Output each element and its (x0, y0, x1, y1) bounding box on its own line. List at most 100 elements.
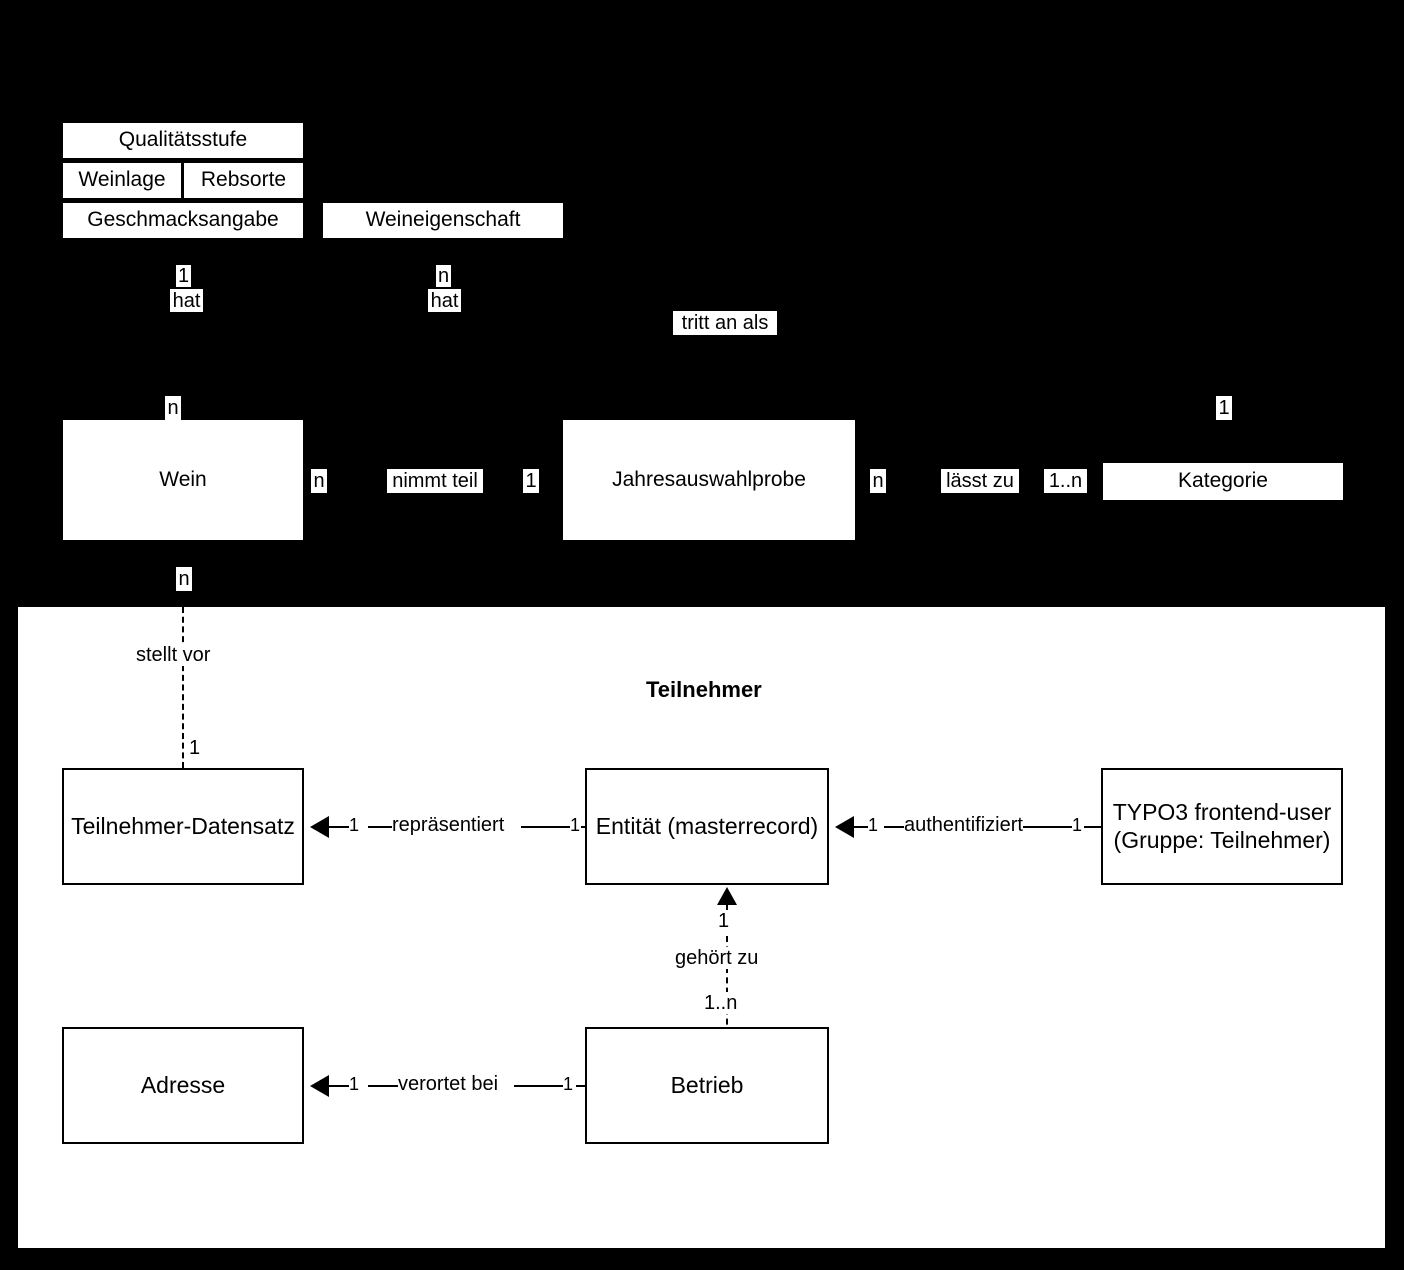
card-nimmt-teil-right-text: 1 (525, 470, 537, 492)
card-laesst-zu-right-text: 1..n (1048, 470, 1083, 492)
label-stellt-vor-text: stellt vor (136, 644, 211, 666)
box-rebsorte-label: Rebsorte (200, 168, 287, 192)
box-entitaet-masterrecord-label: Entität (masterrecord) (595, 812, 819, 839)
connector-repraesentiert-mid-right (521, 826, 571, 828)
label-repraesentiert: repräsentiert (392, 814, 505, 836)
box-rebsorte: Rebsorte (184, 163, 303, 198)
box-wein-label: Wein (159, 467, 207, 491)
card-wein-right-text: n (313, 470, 325, 492)
label-authentifiziert: authentifiziert (904, 814, 1023, 836)
label-hat-left: hat (170, 289, 203, 312)
arrowhead-authentifiziert (835, 816, 854, 838)
label-nimmt-teil-text: nimmt teil (392, 470, 478, 492)
card-gehoert-zu-top: 1 (718, 910, 730, 932)
connector-authentifiziert-b (884, 826, 904, 828)
connector-verortet-bei-d (576, 1085, 586, 1087)
card-verortet-bei-right-text: 1 (563, 1074, 574, 1094)
card-wein-top-text: n (167, 397, 179, 419)
card-kategorie-top-text: 1 (1218, 397, 1230, 419)
panel-title: Teilnehmer (646, 677, 762, 703)
card-gehoert-zu-top-text: 1 (718, 910, 730, 932)
teilnehmer-panel: Teilnehmer stellt vor 1 Teilnehmer-Daten… (18, 607, 1385, 1248)
label-gehoert-zu: gehört zu (675, 947, 759, 969)
label-laesst-zu-text: lässt zu (946, 470, 1014, 492)
label-repraesentiert-text: repräsentiert (392, 814, 505, 836)
box-adresse: Adresse (62, 1027, 304, 1144)
label-hat-right: hat (428, 289, 461, 312)
card-hat-left: 1 (176, 265, 191, 287)
connector-repraesentiert-right (581, 826, 587, 828)
label-stellt-vor: stellt vor (136, 644, 211, 666)
card-laesst-zu-right: 1..n (1044, 469, 1087, 493)
card-jahres-right-text: n (872, 470, 884, 492)
card-wein-top: n (165, 396, 181, 420)
card-nimmt-teil-right: 1 (523, 469, 539, 493)
card-authentifiziert-right-text: 1 (1072, 815, 1083, 835)
label-verortet-bei-text: verortet bei (398, 1073, 499, 1095)
card-authentifiziert-right: 1 (1072, 815, 1083, 836)
card-wein-bottom: n (176, 567, 192, 591)
connector-authentifiziert-c (1023, 826, 1073, 828)
label-verortet-bei: verortet bei (398, 1073, 499, 1095)
card-verortet-bei-left: 1 (349, 1074, 360, 1095)
card-verortet-bei-left-text: 1 (349, 1074, 360, 1094)
connector-stellt-vor (182, 607, 184, 768)
box-betrieb: Betrieb (585, 1027, 829, 1144)
card-hat-right-text: n (437, 265, 450, 287)
card-wein-bottom-text: n (178, 568, 190, 590)
card-stellt-vor: 1 (189, 737, 201, 759)
card-repraesentiert-left: 1 (349, 815, 360, 836)
connector-authentifiziert-a (854, 826, 876, 828)
card-stellt-vor-text: 1 (189, 737, 201, 759)
arrowhead-repraesentiert (310, 816, 329, 838)
connector-repraesentiert-left (329, 826, 357, 828)
box-weineigenschaft: Weineigenschaft (323, 203, 563, 238)
label-tritt-an-als: tritt an als (673, 311, 777, 335)
box-qualitaetsstufe-label: Qualitätsstufe (118, 128, 248, 152)
label-nimmt-teil: nimmt teil (387, 469, 483, 493)
box-adresse-label: Adresse (140, 1071, 226, 1098)
box-teilnehmer-datensatz-label: Teilnehmer-Datensatz (71, 812, 295, 839)
card-wein-right: n (311, 469, 327, 493)
card-authentifiziert-left-text: 1 (868, 815, 879, 835)
box-kategorie-label: Kategorie (1178, 469, 1268, 493)
connector-authentifiziert-d (1084, 826, 1101, 828)
card-repraesentiert-right: 1 (570, 815, 581, 836)
box-weinlage: Weinlage (63, 163, 181, 198)
box-teilnehmer-datensatz: Teilnehmer-Datensatz (62, 768, 304, 885)
card-gehoert-zu-bottom: 1..n (704, 992, 738, 1014)
card-jahres-right: n (870, 469, 886, 493)
box-entitaet-masterrecord: Entität (masterrecord) (585, 768, 829, 885)
connector-repraesentiert-mid-left (368, 826, 392, 828)
arrowhead-gehoert-zu (717, 887, 737, 905)
card-repraesentiert-left-text: 1 (349, 815, 360, 835)
box-typo3-frontend-user-line1: TYPO3 frontend-user (1112, 798, 1332, 825)
card-gehoert-zu-bottom-text: 1..n (704, 992, 738, 1014)
card-kategorie-top: 1 (1216, 396, 1232, 420)
label-hat-right-text: hat (430, 289, 459, 312)
box-weineigenschaft-label: Weineigenschaft (365, 208, 521, 232)
box-typo3-frontend-user: TYPO3 frontend-user (Gruppe: Teilnehmer) (1101, 768, 1343, 885)
box-typo3-frontend-user-line2: (Gruppe: Teilnehmer) (1113, 826, 1331, 853)
card-hat-left-text: 1 (177, 265, 190, 287)
box-wein: Wein (63, 420, 303, 540)
card-hat-right: n (436, 265, 451, 287)
box-qualitaetsstufe: Qualitätsstufe (63, 123, 303, 158)
label-tritt-an-als-text: tritt an als (681, 312, 769, 334)
label-hat-left-text: hat (172, 289, 201, 312)
box-geschmacksangabe-label: Geschmacksangabe (87, 208, 279, 232)
label-gehoert-zu-text: gehört zu (675, 947, 759, 969)
panel-title-text: Teilnehmer (646, 677, 762, 702)
connector-verortet-bei-c (514, 1085, 564, 1087)
box-geschmacksangabe: Geschmacksangabe (63, 203, 303, 238)
card-repraesentiert-right-text: 1 (570, 815, 581, 835)
box-kategorie: Kategorie (1103, 463, 1343, 500)
label-laesst-zu: lässt zu (941, 469, 1019, 493)
connector-verortet-bei-b (368, 1085, 398, 1087)
card-authentifiziert-left: 1 (868, 815, 879, 836)
box-jahresauswahlprobe-label: Jahresauswahlprobe (612, 467, 806, 491)
box-weinlage-label: Weinlage (78, 168, 166, 192)
arrowhead-verortet-bei (310, 1075, 329, 1097)
box-betrieb-label: Betrieb (670, 1071, 744, 1098)
